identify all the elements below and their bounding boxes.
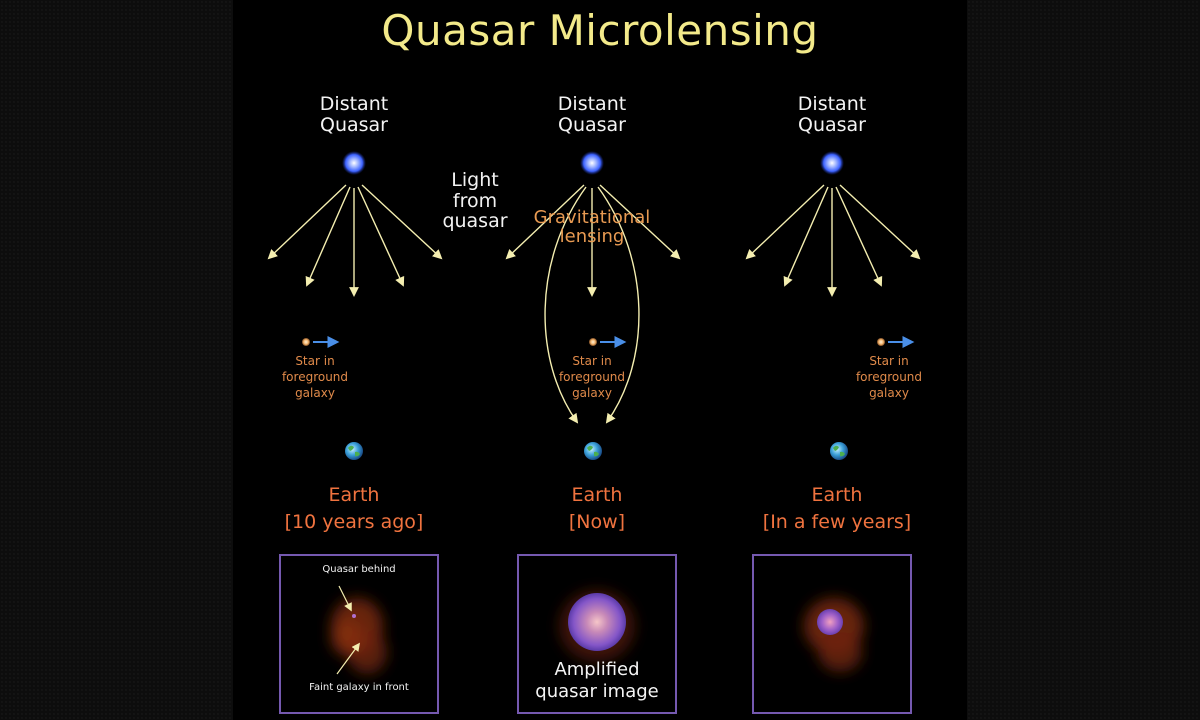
quasar-icon <box>342 151 366 175</box>
earth-icon <box>584 442 602 460</box>
light-rays <box>505 184 681 297</box>
earth-label: Earth[10 years ago] <box>284 484 424 533</box>
earth-icon <box>830 442 848 460</box>
earth-label: Earth[Now] <box>568 484 626 533</box>
quasar-behind-note: Quasar behind <box>322 564 396 575</box>
panel-graphic <box>559 590 635 662</box>
left-background <box>0 0 233 720</box>
earth-label: Earth[In a few years] <box>762 484 912 533</box>
lensed-rays <box>544 186 640 424</box>
star-icon <box>877 338 885 346</box>
diagram-stage: Quasar Microlensing <box>233 0 967 720</box>
pointer-arrow <box>338 585 352 612</box>
column-10-years-ago <box>267 151 443 460</box>
earth-icon <box>345 442 363 460</box>
faint-galaxy <box>804 598 864 672</box>
amplified-quasar <box>568 593 626 651</box>
view-panel-in-a-few-years <box>752 554 912 714</box>
view-panel-10-years-ago: Quasar behind Faint galaxy in front <box>279 554 439 714</box>
diagram-graphics <box>267 151 921 460</box>
right-background <box>967 0 1200 720</box>
light-rays <box>267 184 443 297</box>
column-in-a-few-years <box>745 151 921 460</box>
faint-galaxy-note: Faint galaxy in front <box>309 682 409 693</box>
faint-galaxy <box>331 598 387 674</box>
page-title: Quasar Microlensing <box>381 6 819 55</box>
pointer-arrow <box>336 642 360 675</box>
star-icon <box>589 338 597 346</box>
panel-graphic <box>331 585 387 675</box>
column-now <box>505 151 681 460</box>
light-rays <box>745 184 921 297</box>
quasar-icon <box>820 151 844 175</box>
panel-graphic <box>804 598 864 672</box>
star-icon <box>302 338 310 346</box>
quasar-dot <box>352 614 356 618</box>
quasar-image <box>817 609 843 635</box>
quasar-icon <box>580 151 604 175</box>
